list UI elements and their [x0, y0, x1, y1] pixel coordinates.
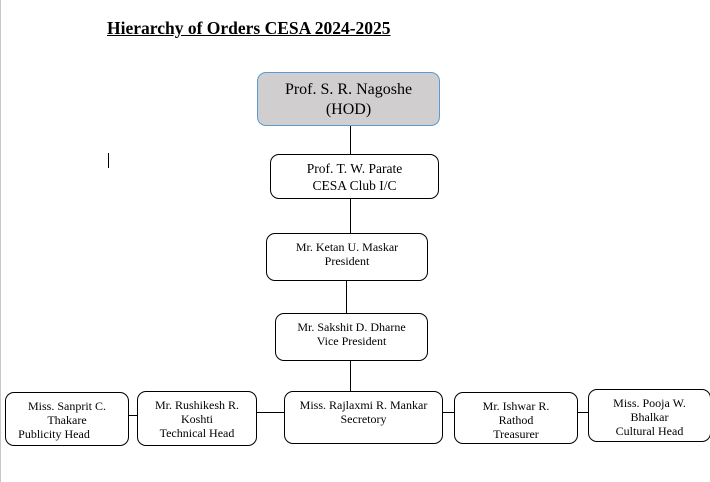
role: CESA Club I/C	[312, 178, 397, 193]
role: Technical Head	[159, 426, 235, 440]
role: Vice President	[316, 334, 387, 348]
role: (HOD)	[325, 101, 372, 118]
connector	[350, 199, 351, 233]
name: Bhalkar	[630, 410, 669, 424]
name: Prof. T. W. Parate	[306, 161, 403, 176]
connector	[443, 412, 454, 413]
role: Cultural Head	[615, 424, 684, 438]
name: Miss. Sanprit C.	[27, 399, 106, 413]
org-box-president: Mr. Ketan U. Maskar President	[266, 233, 428, 281]
text-cursor	[108, 153, 109, 168]
name: Mr. Ishwar R.	[482, 399, 550, 413]
connector	[129, 415, 137, 416]
name: Mr. Sakshit D. Dharne	[297, 320, 406, 334]
name: Thakare	[47, 413, 87, 427]
name: Koshti	[180, 412, 213, 426]
org-box-technical-head: Mr. Rushikesh R. Koshti Technical Head	[137, 391, 257, 446]
role: President	[324, 254, 370, 268]
name: Prof. S. R. Nagoshe	[284, 81, 413, 98]
name: Mr. Rushikesh R.	[154, 398, 239, 412]
connector	[257, 412, 284, 413]
connector	[350, 361, 351, 391]
role: Secretory	[340, 412, 387, 426]
connector	[350, 126, 351, 154]
connector	[346, 281, 347, 313]
org-box-vice-president: Mr. Sakshit D. Dharne Vice President	[275, 313, 428, 361]
name: Mr. Ketan U. Maskar	[295, 240, 399, 254]
name: Miss. Rajlaxmi R. Mankar	[299, 398, 428, 412]
page-edge	[0, 0, 1, 482]
org-box-treasurer: Mr. Ishwar R. Rathod Treasurer	[454, 392, 578, 444]
role: Treasurer	[493, 427, 539, 441]
org-box-publicity-head: Miss. Sanprit C. Thakare Publicity Head	[5, 392, 129, 446]
org-box-cultural-head: Miss. Pooja W. Bhalkar Cultural Head	[588, 389, 710, 442]
document-title: Hierarchy of Orders CESA 2024-2025	[107, 18, 391, 38]
connector	[578, 412, 588, 413]
org-box-hod: Prof. S. R. Nagoshe (HOD)	[257, 72, 440, 126]
name: Miss. Pooja W.	[613, 396, 686, 410]
org-box-secretory: Miss. Rajlaxmi R. Mankar Secretory	[284, 391, 443, 444]
name: Rathod	[498, 413, 534, 427]
org-box-club-incharge: Prof. T. W. Parate CESA Club I/C	[270, 154, 439, 199]
role: Publicity Head	[18, 427, 90, 441]
